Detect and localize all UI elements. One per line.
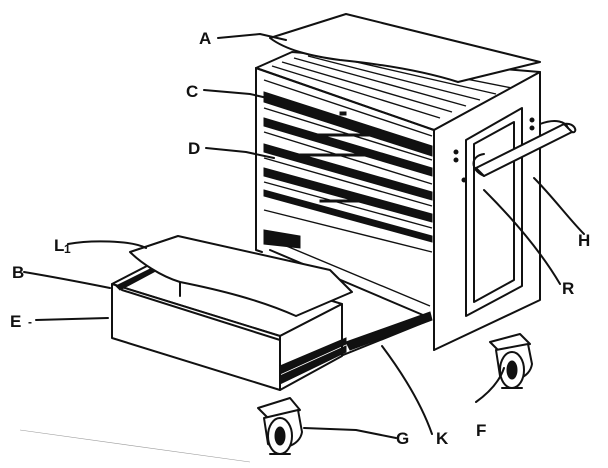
drawer-liner (129, 235, 353, 317)
label-L: L (54, 236, 64, 255)
label-E-suffix: - (28, 315, 32, 329)
front-caster (257, 397, 303, 455)
rear-caster (489, 333, 533, 389)
label-B: B (12, 263, 24, 282)
ground-line (19, 429, 251, 463)
cabinet-drawers (263, 79, 535, 253)
label-E: E (10, 312, 21, 331)
label-L-suffix: 1 (64, 242, 71, 256)
label-K: K (436, 429, 449, 448)
label-H: H (578, 231, 590, 250)
label-F: F (476, 421, 486, 440)
part-labels: A C D L 1 B E - H R K F G (10, 29, 590, 448)
side-handle (472, 120, 577, 177)
label-A: A (199, 29, 211, 48)
top-mat (269, 13, 541, 83)
label-C: C (186, 82, 198, 101)
leader-lines (23, 33, 585, 439)
label-R: R (562, 279, 574, 298)
label-D: D (188, 139, 200, 158)
label-G: G (396, 429, 409, 448)
